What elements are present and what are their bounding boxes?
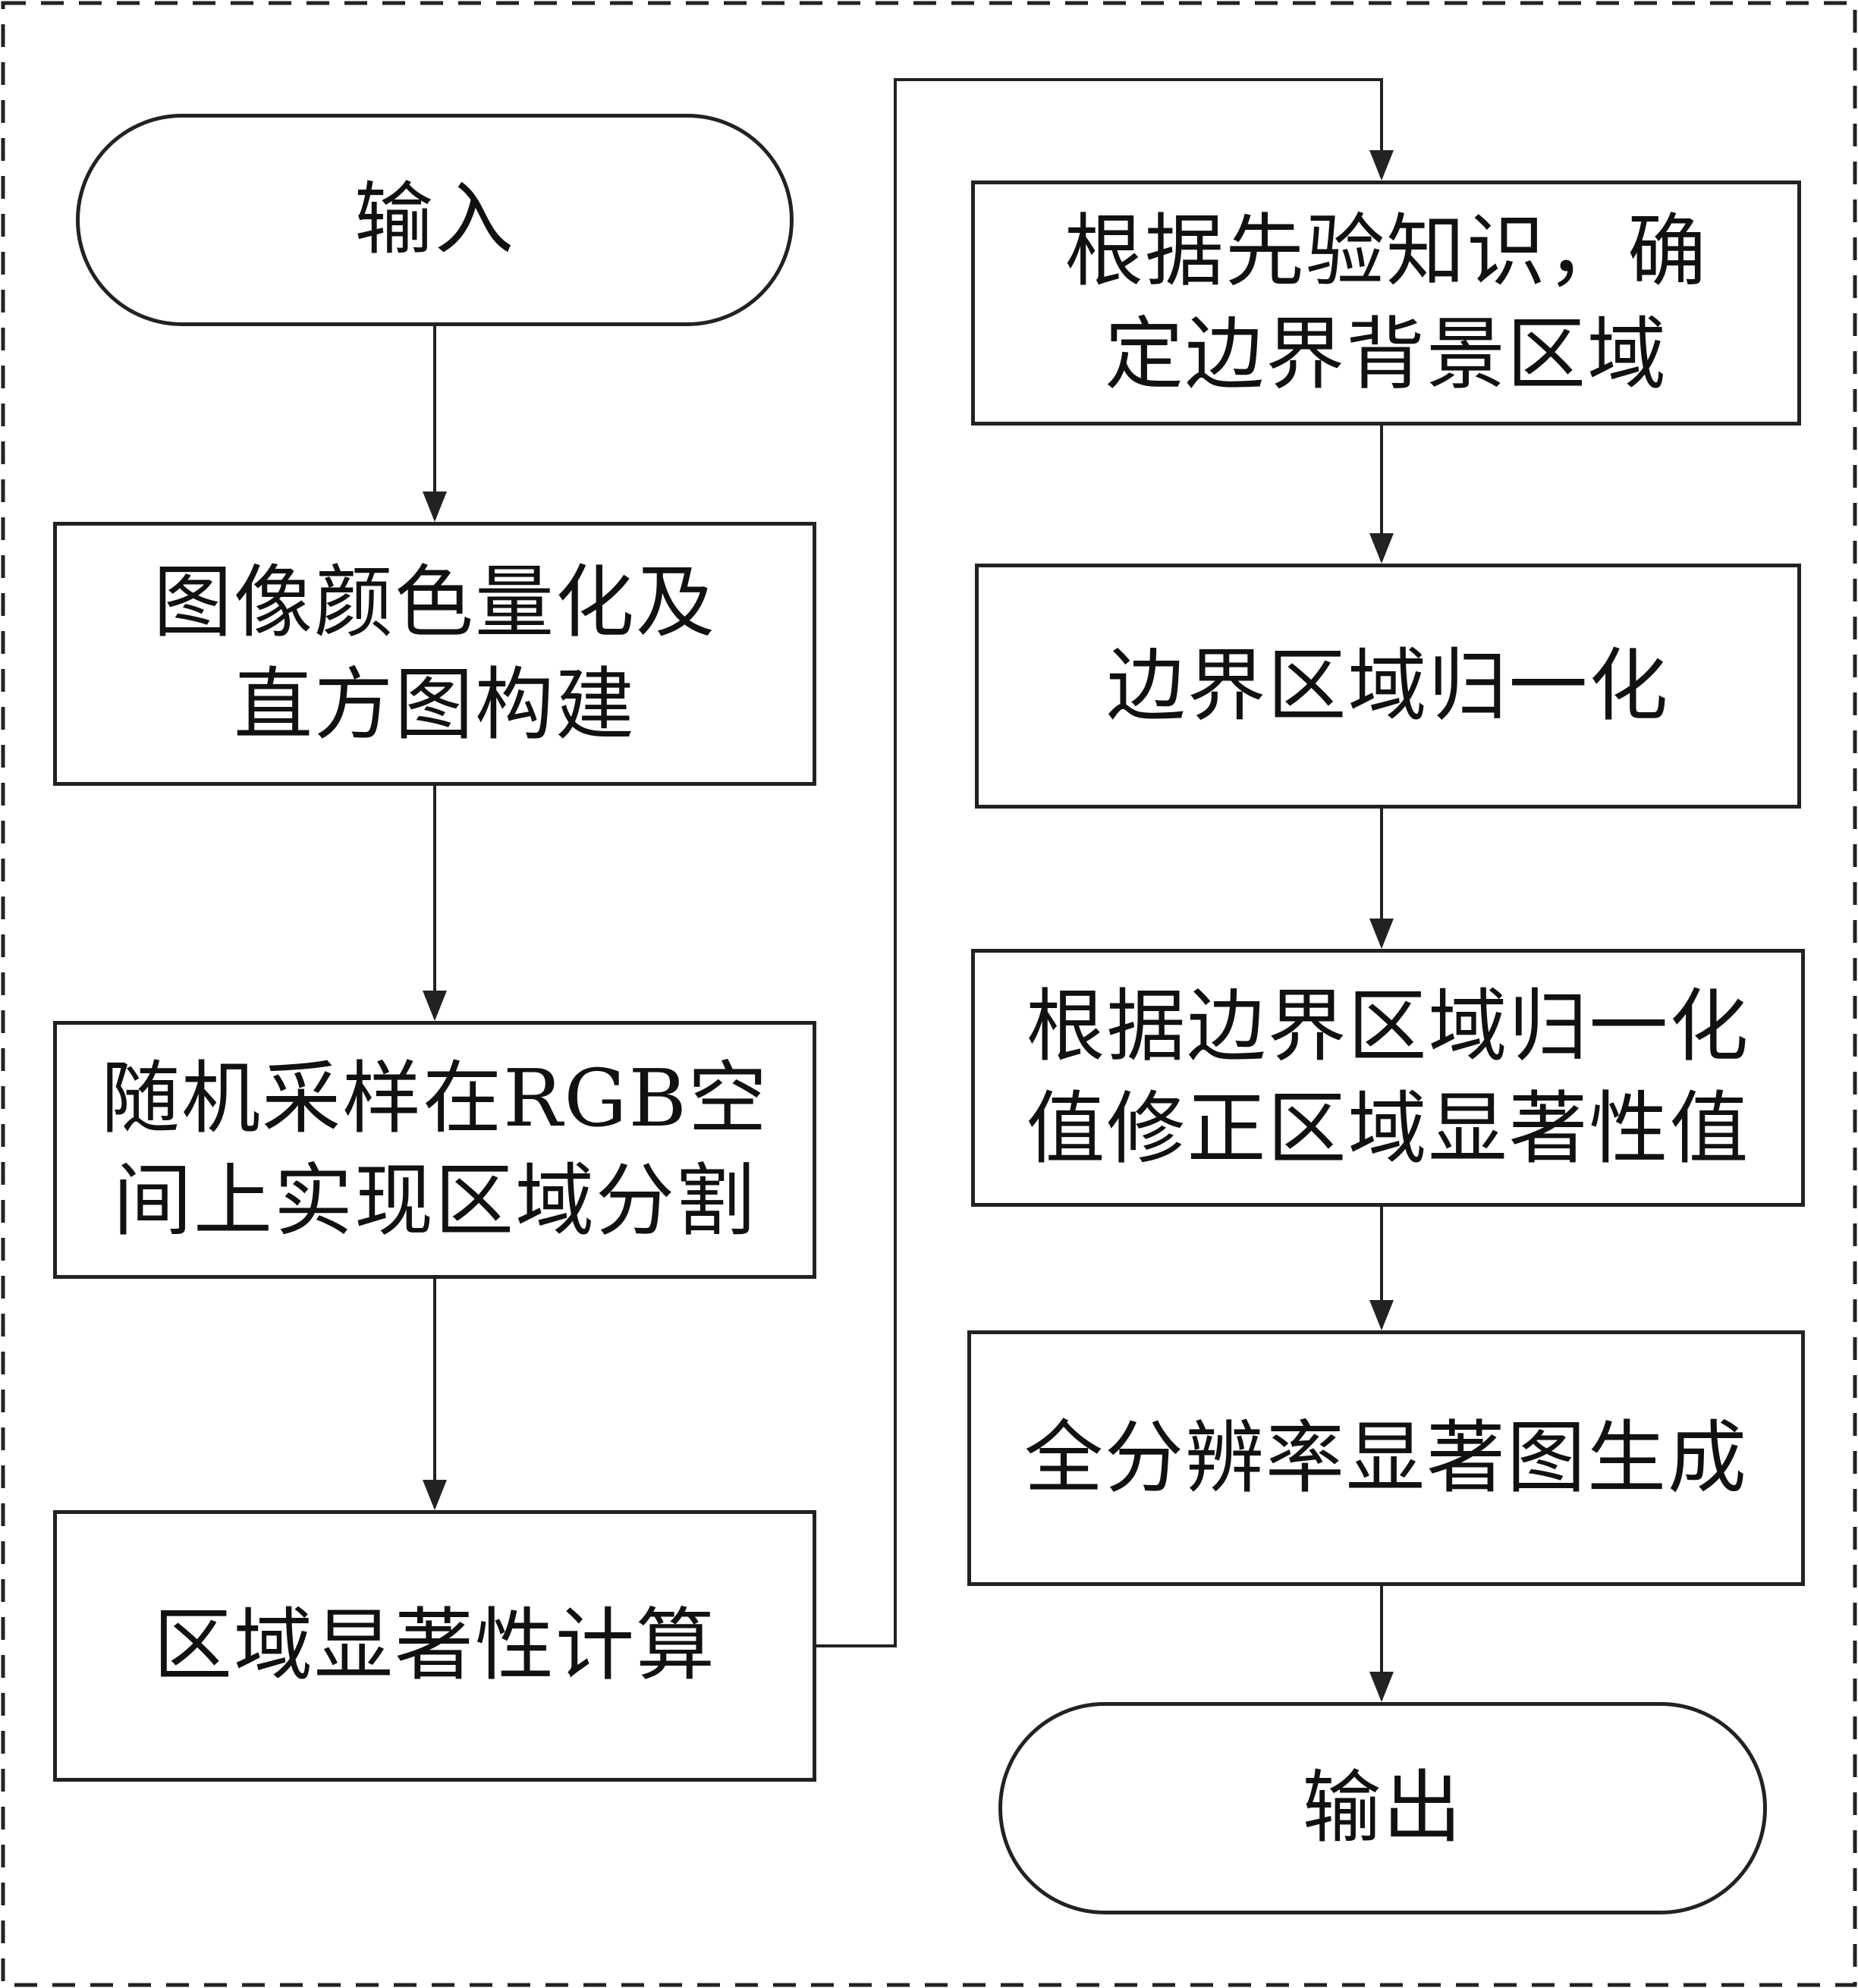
step-label: 图像颜色量化及 直方图构建 — [152, 555, 716, 751]
start-terminal: 输入 — [76, 114, 794, 326]
step-boundary-normalization: 边界区域归一化 — [975, 564, 1801, 809]
step-region-saliency: 区域显著性计算 — [53, 1510, 816, 1782]
step-label: 边界区域归一化 — [1106, 639, 1670, 732]
step-fullres-saliency-map: 全分辨率显著图生成 — [967, 1330, 1805, 1586]
step-boundary-background: 根据先验知识，确 定边界背景区域 — [971, 181, 1801, 426]
step-label: 根据边界区域归一化 值修正区域显著性值 — [1026, 979, 1750, 1175]
step-label: 随机采样在RGB空 间上实现区域分割 — [101, 1051, 769, 1247]
arrow-step3-step4 — [816, 78, 1394, 1647]
step-label: 根据先验知识，确 定边界背景区域 — [1064, 205, 1708, 400]
end-label: 输出 — [1302, 1761, 1463, 1855]
step-label: 全分辨率显著图生成 — [1023, 1411, 1748, 1504]
start-label: 输入 — [354, 173, 515, 266]
step-color-quantization: 图像颜色量化及 直方图构建 — [53, 522, 816, 786]
step-region-segmentation: 随机采样在RGB空 间上实现区域分割 — [53, 1021, 816, 1279]
step-saliency-correction: 根据边界区域归一化 值修正区域显著性值 — [971, 949, 1805, 1207]
end-terminal: 输出 — [998, 1702, 1767, 1914]
step-label: 区域显著性计算 — [152, 1599, 716, 1692]
